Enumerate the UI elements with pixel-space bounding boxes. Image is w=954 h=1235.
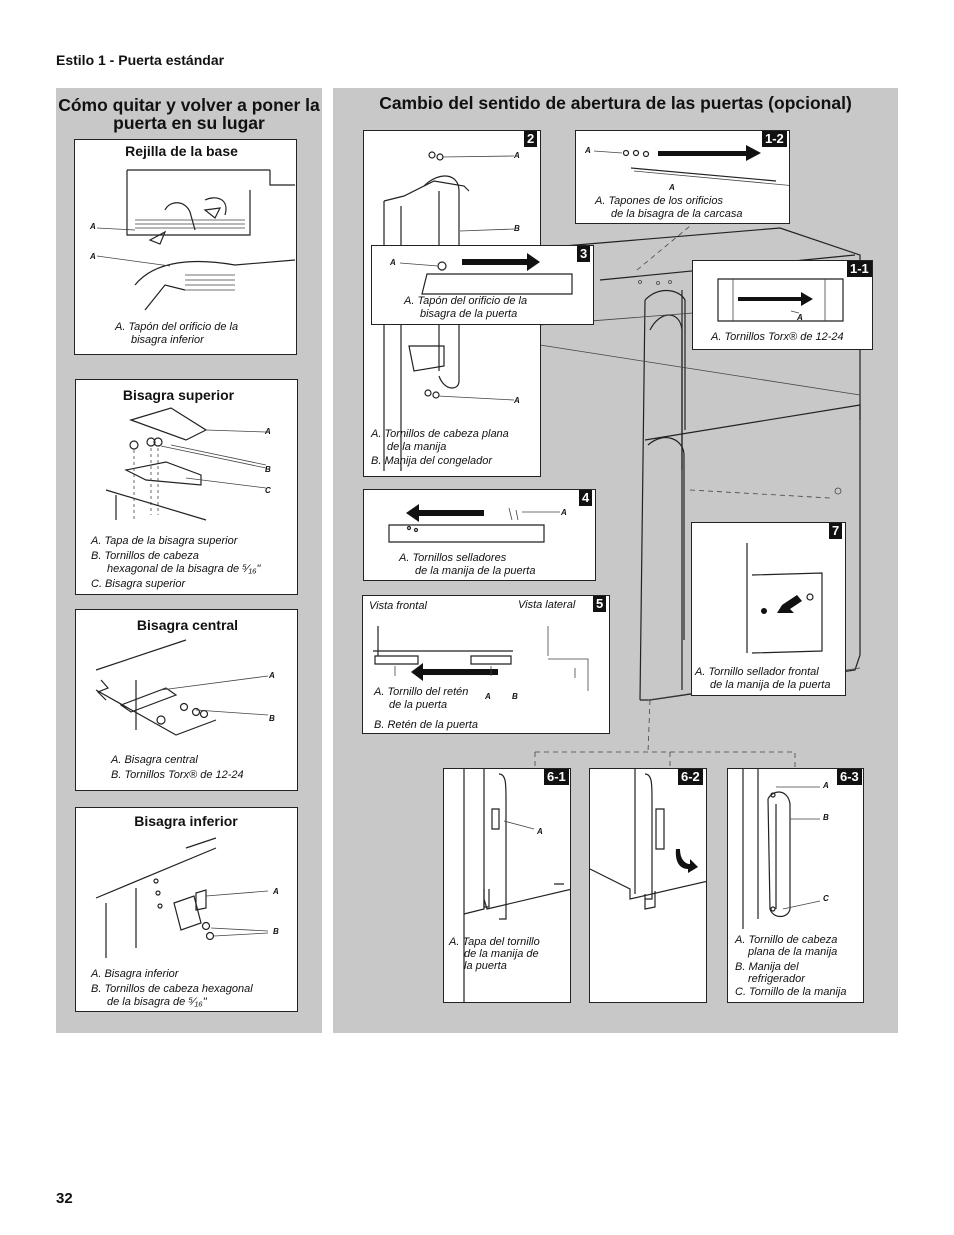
top-hinge-caption-4: C. Bisagra superior [91, 578, 186, 590]
step-6-1-label-a: A [537, 827, 543, 836]
step-5-figure: 5 Vista frontal Vista lateral A B A. Tor… [362, 595, 610, 734]
step-7-tag: 7 [829, 523, 843, 539]
step-7-caption-1: A. Tornillo sellador frontal [695, 666, 819, 678]
left-panel-title-text: Cómo quitar y volver a poner la puerta e… [58, 95, 320, 133]
step-1-2-label-a2: A [669, 183, 675, 192]
step-3-label-a: A [390, 258, 396, 267]
step-4-caption-1: A. Tornillos selladores [399, 552, 507, 564]
step-3-caption-1: A. Tapón del orificio de la [404, 295, 528, 307]
step-3-figure: 3 A A. Tapón del orificio de la bisagra … [371, 245, 594, 325]
bottom-hinge-caption-2: B. Tornillos de cabeza hexagonal [91, 983, 253, 995]
top-hinge-caption-1: A. Tapa de la bisagra superior [91, 535, 238, 547]
step-1-2-figure: 1-2 A A A. Tapones de los orificios de l… [575, 130, 790, 224]
step-1-2-caption-1: A. Tapones de los orificios [595, 195, 723, 207]
top-hinge-label-c: C [265, 486, 271, 495]
step-2-label-a1: A [514, 151, 520, 160]
bottom-hinge-caption-1: A. Bisagra inferior [91, 968, 179, 980]
step-6-1-caption-2: de la manija de [464, 948, 539, 960]
step-2-label-b: B [514, 224, 520, 233]
base-grille-label-a2: A [90, 252, 96, 261]
step-6-3-caption-4: refrigerador [748, 973, 805, 985]
step-5-caption-3: B. Retén de la puerta [374, 719, 478, 731]
step-2-tag: 2 [524, 131, 538, 147]
step-2-caption-3: B. Manija del congelador [371, 455, 493, 467]
bottom-hinge-illustration [95, 837, 269, 958]
step-4-tag: 4 [579, 490, 593, 506]
step-1-1-caption: A. Tornillos Torx® de 12-24 [711, 331, 844, 343]
top-hinge-label-a: A [265, 427, 271, 436]
step-6-3-figure: 6-3 A B C A. Tornillo de cabeza plana de… [727, 768, 864, 1003]
base-grille-label-a1: A [90, 222, 96, 231]
center-hinge-caption-1: A. Bisagra central [111, 754, 198, 766]
left-panel-title: Cómo quitar y volver a poner la puerta e… [56, 96, 322, 132]
base-grille-figure: Rejilla de la base A A A. Tapón del orif… [74, 139, 297, 355]
step-6-3-label-c: C [823, 894, 829, 903]
center-hinge-label-a: A [269, 671, 275, 680]
step-5-label-a: A [485, 692, 491, 701]
step-1-2-tag: 1-2 [762, 131, 787, 147]
step-3-caption-2: bisagra de la puerta [420, 308, 518, 320]
step-5-caption-2: de la puerta [389, 699, 448, 711]
step-5-front-view-label: Vista frontal [369, 600, 427, 612]
step-1-1-figure: 1-1 A A. Tornillos Torx® de 12-24 [692, 260, 873, 350]
step-5-caption-1: A. Tornillo del retén [374, 686, 469, 698]
step-6-3-caption-3: B. Manija del [735, 961, 799, 973]
base-grille-caption-2: bisagra inferior [131, 334, 204, 346]
step-6-3-label-b: B [823, 813, 829, 822]
step-6-1-figure: 6-1 A A. Tapa del tornillo de la manija … [443, 768, 571, 1003]
step-6-1-tag: 6-1 [544, 769, 569, 785]
step-2-caption-1: A. Tornillos de cabeza plana [371, 428, 509, 440]
step-1-1-label-a: A [797, 313, 803, 322]
step-5-label-b: B [512, 692, 518, 701]
step-3-tag: 3 [577, 246, 591, 262]
section-heading: Estilo 1 - Puerta estándar [56, 52, 225, 68]
bottom-hinge-caption-3: de la bisagra de ⁵⁄₁₆" [107, 996, 207, 1008]
step-6-3-tag: 6-3 [837, 769, 862, 785]
page-number: 32 [56, 1190, 73, 1207]
center-hinge-caption-2: B. Tornillos Torx® de 12-24 [111, 769, 244, 781]
step-6-1-caption-1: A. Tapa del tornillo [449, 936, 540, 948]
step-6-3-caption-5: C. Tornillo de la manija [735, 986, 847, 998]
step-2-caption-2: de la manija [387, 441, 447, 453]
step-2-label-a2: A [514, 396, 520, 405]
step-1-1-tag: 1-1 [847, 261, 872, 277]
base-grille-caption-1: A. Tapón del orificio de la [115, 321, 239, 333]
top-hinge-caption-2: B. Tornillos de cabeza [91, 550, 199, 562]
step-7-figure: 7 A. Tornillo sellador frontal de la man… [691, 522, 846, 696]
top-hinge-label-b: B [265, 465, 271, 474]
step-1-2-label-a1: A [585, 146, 591, 155]
step-4-caption-2: de la manija de la puerta [415, 565, 536, 577]
bottom-hinge-label-a: A [273, 887, 279, 896]
top-hinge-illustration [105, 407, 267, 521]
step-7-caption-2: de la manija de la puerta [710, 679, 831, 691]
top-hinge-figure: Bisagra superior A B C A. Tapa de la bis… [75, 379, 298, 595]
center-hinge-title: Bisagra central [136, 617, 239, 633]
step-5-side-view-label: Vista lateral [518, 599, 576, 611]
step-6-2-figure: 6-2 [589, 768, 707, 1003]
top-hinge-title: Bisagra superior [122, 387, 235, 403]
right-panel-title: Cambio del sentido de abertura de las pu… [379, 93, 852, 113]
step-6-3-label-a: A [823, 781, 829, 790]
step-6-2-tag: 6-2 [678, 769, 703, 785]
center-hinge-figure: Bisagra central A B A. Bisagra central B… [75, 609, 298, 791]
base-grille-illustration [96, 169, 296, 311]
step-4-figure: 4 A A. Tornillos selladores de la manija… [363, 489, 596, 581]
center-hinge-label-b: B [269, 714, 275, 723]
step-5-tag: 5 [593, 596, 607, 612]
center-hinge-illustration [95, 639, 269, 736]
step-6-3-caption-1: A. Tornillo de cabeza [735, 934, 838, 946]
step-4-label-a: A [561, 508, 567, 517]
bottom-hinge-label-b: B [273, 927, 279, 936]
step-6-3-caption-2: plana de la manija [748, 946, 838, 958]
bottom-hinge-figure: Bisagra inferior A B A. Bisagra inferior… [75, 807, 298, 1012]
base-grille-title: Rejilla de la base [125, 143, 238, 159]
bottom-hinge-title: Bisagra inferior [134, 813, 238, 829]
step-6-1-caption-3: la puerta [464, 960, 507, 972]
top-hinge-caption-3: hexagonal de la bisagra de ⁵⁄₁₆" [107, 563, 261, 575]
step-1-2-caption-2: de la bisagra de la carcasa [611, 208, 743, 220]
